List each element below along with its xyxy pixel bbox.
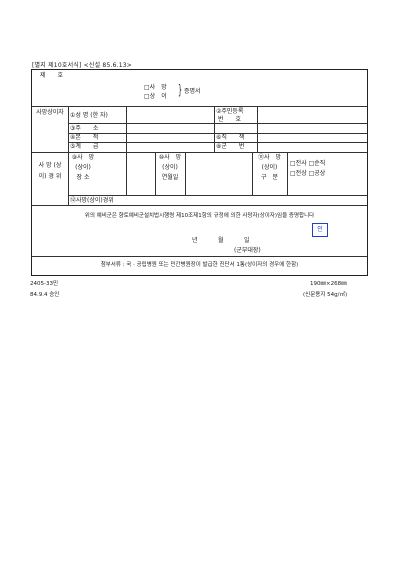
field-resident-id-label: ②주민등록 [216, 108, 244, 115]
col-divider [126, 106, 127, 195]
field-name-label: ①성 명 (한 자) [70, 112, 108, 119]
col-divider [214, 106, 215, 152]
class-option-injury[interactable]: □전상 □공상 [290, 170, 326, 177]
class-option-combat[interactable]: □전사 □순직 [290, 160, 326, 167]
row-divider [32, 205, 367, 206]
footer-form-code: 2405-33민 [30, 281, 59, 287]
field-service-no-label: ⑧군 번 [216, 143, 245, 150]
certification-text: 위의 예비군은 향토예비군설치법시행령 제10조제1항의 규정에 의한 사망자(… [84, 213, 315, 219]
title-option-injury: □상 이 [144, 93, 167, 100]
row-divider [32, 256, 367, 257]
field-domicile-label: ④본 적 [70, 134, 99, 141]
field-rank-label: ⑤계 급 [70, 143, 99, 150]
footer-paper-size: 190㎜×268㎜ [310, 281, 347, 287]
form-number-label: [별지 제10호서식] <신설 85.6.13> [32, 62, 132, 69]
field-address-label: ③주 소 [70, 125, 99, 132]
row-divider [68, 133, 367, 134]
attachment-note: 첨부서류 : 국 · 공립병원 또는 민간병원장이 발급한 진단서 1통(상이자… [100, 262, 299, 268]
place-label-1: ⑨사 망 [71, 154, 95, 161]
date-year: 년 [192, 237, 198, 244]
row-divider [68, 142, 367, 143]
official-seal-mark: 인 [312, 223, 328, 237]
circumstance-section-label: 사 망 (상이) 경 위 [38, 162, 62, 180]
col-divider [287, 152, 288, 195]
commander-label: (군부대장) [234, 247, 261, 254]
class-label-1: ⑪사 망 [257, 154, 282, 161]
class-label-3: 구 분 [260, 174, 279, 181]
document-number-label: 제 호 [40, 72, 64, 79]
title-option-death: □사 망 [144, 84, 167, 91]
col-divider [155, 152, 156, 195]
title-brace: } [178, 83, 183, 98]
place-label-2: (상이) [75, 164, 91, 171]
footer-approval-date: 84.9.4 승인 [30, 292, 60, 298]
row-divider [68, 123, 367, 124]
person-section-label: 사망상이자 [36, 109, 64, 116]
certificate-form: 제 호 □사 망 □상 이 } 증명서 사망상이자 ①성 명 (한 자) ②주민… [31, 69, 368, 276]
title-suffix: 증명서 [184, 88, 201, 95]
date-day: 일 [244, 237, 250, 244]
field-resident-id-label-2: 번 호 [218, 116, 242, 123]
col-divider [252, 152, 253, 195]
footer-paper-type: (신문용지 54g/㎡) [303, 292, 348, 298]
cause-label: ⑫사망(상이)경위 [70, 197, 114, 204]
class-label-2: (상이) [261, 164, 278, 171]
date-label-2: (상이) [162, 164, 178, 171]
col-divider [257, 106, 258, 152]
date-label-1: ⑩사 망 [158, 154, 182, 161]
row-divider [32, 152, 367, 153]
col-divider [68, 106, 69, 205]
col-divider [185, 152, 186, 195]
field-job-label: ⑥직 책 [216, 134, 245, 141]
date-label-3: 연월일 [161, 174, 179, 181]
place-label-3: 장 소 [76, 174, 90, 181]
date-month: 월 [218, 237, 224, 244]
row-divider [68, 195, 367, 196]
row-divider [32, 106, 367, 107]
